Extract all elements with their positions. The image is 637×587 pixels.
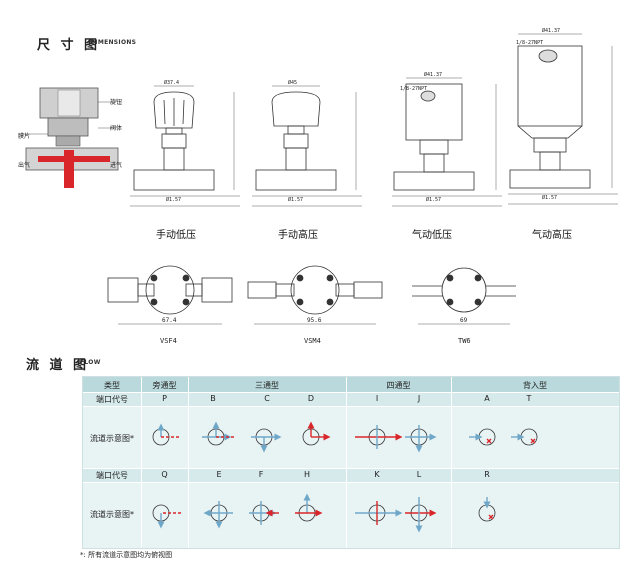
- code-T: T: [526, 394, 532, 403]
- caption-pneumatic-high: 气动高压: [532, 230, 572, 241]
- flow-icon-H: [295, 493, 323, 522]
- dim-d5: 1/8-27NPT: [400, 86, 427, 92]
- label-diaphragm: 膜片: [18, 133, 31, 140]
- header-group-4way: 四通型: [386, 381, 411, 390]
- code-A: A: [484, 394, 490, 403]
- code-K: K: [374, 470, 380, 479]
- flow-icon-F: [249, 501, 279, 525]
- valve-cutaway-image: [22, 87, 119, 188]
- vsf4-label: VSF4: [160, 337, 177, 345]
- flow-icon-E: [203, 501, 233, 529]
- caption-pneumatic-low: 气动低压: [412, 230, 452, 241]
- code-D: D: [307, 394, 315, 403]
- dim-b1: Ø1.57: [166, 196, 181, 203]
- flow-icon-J: [405, 425, 437, 453]
- dim-d3: Ø41.37: [424, 71, 442, 78]
- flow-icon-A: [469, 428, 496, 446]
- header-type: 类型: [104, 381, 120, 390]
- code-L: L: [416, 470, 422, 479]
- code-J: J: [417, 394, 421, 403]
- plan-view-tw6: 69 TW6: [412, 267, 516, 345]
- header-group-bypass: 旁通型: [152, 381, 177, 390]
- flow-icon-Q: [152, 504, 181, 529]
- dim-b2: Ø1.57: [288, 196, 303, 203]
- label-outlet: 进气: [110, 162, 123, 169]
- diagram-label-2: 流道示意图*: [90, 510, 134, 519]
- diagram-label-1: 流道示意图*: [90, 434, 134, 443]
- flow-icon-C: [251, 428, 282, 453]
- tw6-dim: 69: [460, 317, 468, 324]
- vsm4-dim: 95.6: [307, 317, 322, 324]
- dim-d4: Ø41.37: [542, 27, 560, 34]
- dim-d2: Ø45: [288, 79, 297, 86]
- flow-icon-L: [405, 497, 437, 533]
- flow-icon-K: [355, 501, 403, 525]
- code-E: E: [216, 470, 222, 479]
- label-inlet: 出气: [18, 162, 31, 169]
- dim-d6: 1/8-27NPT: [516, 40, 543, 46]
- flow-table: 类型 旁通型 三通型 四通型 背入型 端口代号 P B C D I J A T …: [82, 376, 620, 549]
- flow-title: 流 道 图: [26, 358, 90, 373]
- flow-icon-P: [152, 423, 181, 446]
- vsm4-label: VSM4: [304, 337, 321, 345]
- flow-icon-I: [355, 425, 403, 449]
- flow-icon-B: [202, 421, 235, 446]
- drawing-manual-low: Ø37.4 Ø1.57: [130, 79, 240, 207]
- flow-icon-D: [302, 421, 331, 446]
- port-code-label-1: 端口代号: [96, 395, 128, 404]
- flow-diagrams: [152, 421, 538, 533]
- dim-b3: Ø1.57: [426, 196, 441, 203]
- dimensions-title-en: DIMENSIONS: [90, 39, 137, 46]
- code-Q: Q: [161, 470, 168, 479]
- dim-d1: Ø37.4: [164, 79, 179, 86]
- flow-title-en: FLOW: [80, 359, 101, 366]
- flow-icon-R: [478, 497, 496, 522]
- tw6-label: TW6: [458, 337, 471, 345]
- drawing-pneumatic-low: Ø41.37 1/8-27NPT Ø1.57: [392, 71, 502, 207]
- footnote: *: 所有流道示意图均为俯视图: [80, 551, 173, 559]
- table-header-row: [83, 377, 619, 392]
- code-F: F: [258, 470, 264, 479]
- dimensions-title: 尺 寸 图: [37, 38, 101, 53]
- port-code-row-2: [83, 468, 619, 482]
- code-C: C: [264, 394, 270, 403]
- flow-icon-T: [511, 428, 538, 446]
- code-H: H: [303, 470, 310, 479]
- label-valve-body: 阀体: [110, 125, 123, 132]
- dim-b4: Ø1.57: [542, 194, 557, 201]
- header-group-backentry: 背入型: [523, 381, 547, 390]
- caption-manual-high: 手动高压: [278, 230, 318, 241]
- code-P: P: [162, 394, 167, 403]
- port-code-row-1: [83, 392, 619, 406]
- drawing-manual-high: Ø45 Ø1.57: [252, 79, 362, 207]
- caption-manual-low: 手动低压: [156, 230, 196, 241]
- drawing-pneumatic-high: Ø41.37 1/8-27NPT Ø1.57: [508, 27, 618, 205]
- port-code-label-2: 端口代号: [96, 471, 128, 480]
- plan-view-vsf4: 67.4 VSF4: [107, 265, 233, 345]
- label-handle: 旋钮: [110, 99, 123, 106]
- code-R: R: [484, 470, 490, 479]
- plan-view-vsm4: 95.6 VSM4: [247, 265, 383, 345]
- code-B: B: [210, 394, 216, 403]
- code-I: I: [375, 394, 379, 403]
- header-group-3way: 三通型: [255, 381, 279, 390]
- vsf4-dim: 67.4: [162, 317, 177, 324]
